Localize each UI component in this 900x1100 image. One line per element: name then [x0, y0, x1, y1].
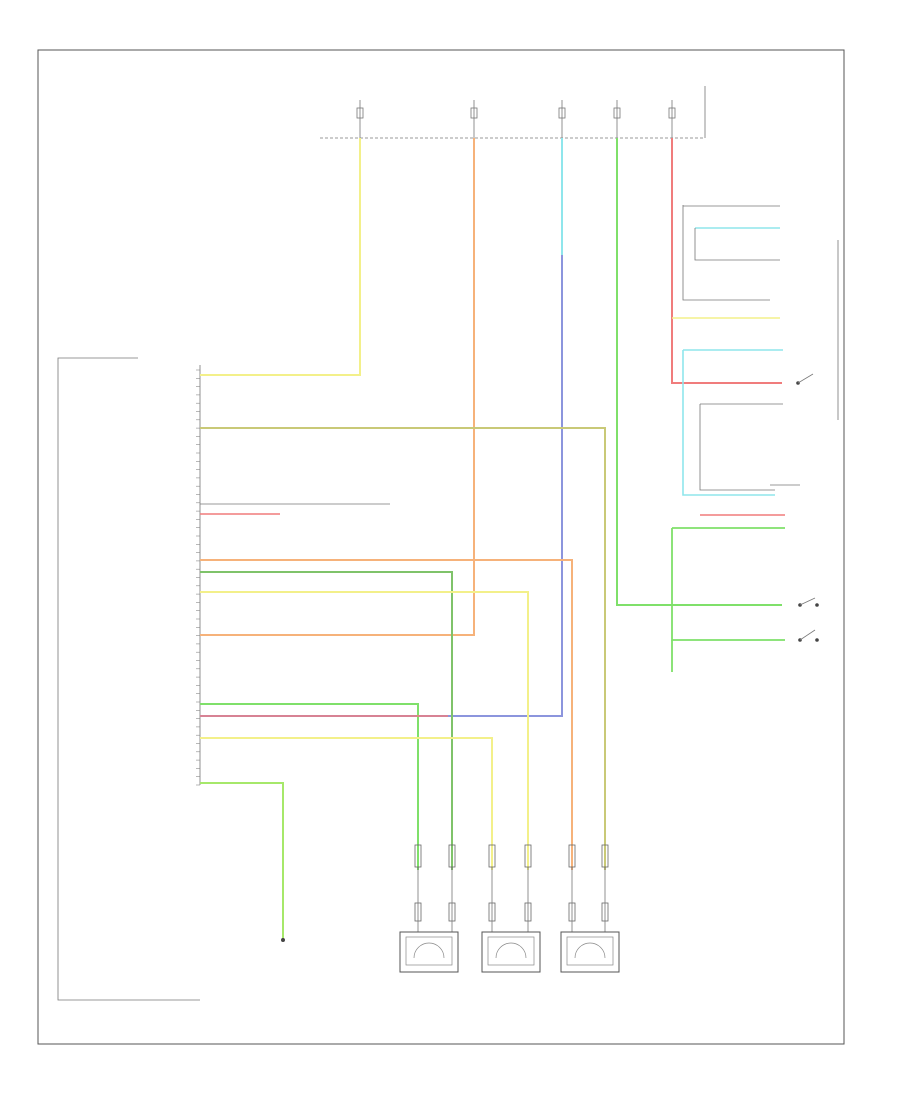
- switch-symbol-2: [798, 629, 819, 642]
- ground-symbol: [281, 938, 285, 942]
- wire-yellow-top: [200, 138, 361, 376]
- fuse-5: [668, 100, 676, 138]
- sensor-gauge: [574, 942, 606, 959]
- module-pin-ticks: [196, 369, 200, 786]
- sensor-box-3: [560, 931, 620, 973]
- wire-ground: [200, 782, 284, 940]
- wire-green-sensor1b: [200, 703, 419, 870]
- sensor-face: [487, 936, 535, 966]
- sensor-gauge: [495, 942, 527, 959]
- switch-symbol-1: [798, 597, 819, 607]
- wire-red-top: [671, 138, 782, 384]
- fuse-3: [558, 100, 566, 138]
- fuse-4: [613, 100, 621, 138]
- wire-blue: [200, 255, 563, 717]
- sensor-box-2: [481, 931, 541, 973]
- line-r2: [694, 228, 780, 261]
- sensor-plugs: [414, 844, 609, 932]
- module-bracket: [57, 357, 200, 1001]
- wire-r-cyan3: [682, 350, 775, 496]
- line-r4: [699, 404, 775, 491]
- wire-yellow-sensor2: [200, 591, 529, 870]
- fuse-1: [356, 100, 364, 138]
- wire-olive: [200, 427, 606, 870]
- diagram-border: [37, 49, 845, 1045]
- wire-orange-sensor3: [200, 559, 573, 870]
- fuse-2: [470, 100, 478, 138]
- wire-green-top: [616, 138, 782, 606]
- switch-bracket-top: [682, 205, 770, 301]
- switch-symbol-3: [796, 373, 814, 385]
- sensor-boxes: [399, 931, 620, 973]
- wire-orange-top: [200, 138, 475, 636]
- wire-green-sensor1: [200, 571, 453, 870]
- sensor-face: [566, 936, 614, 966]
- wire-yellow-sensor2b: [200, 737, 493, 870]
- sensor-gauge: [413, 942, 445, 959]
- sensor-box-1: [399, 931, 459, 973]
- wire-r-green2: [671, 528, 785, 641]
- sensor-face: [405, 936, 453, 966]
